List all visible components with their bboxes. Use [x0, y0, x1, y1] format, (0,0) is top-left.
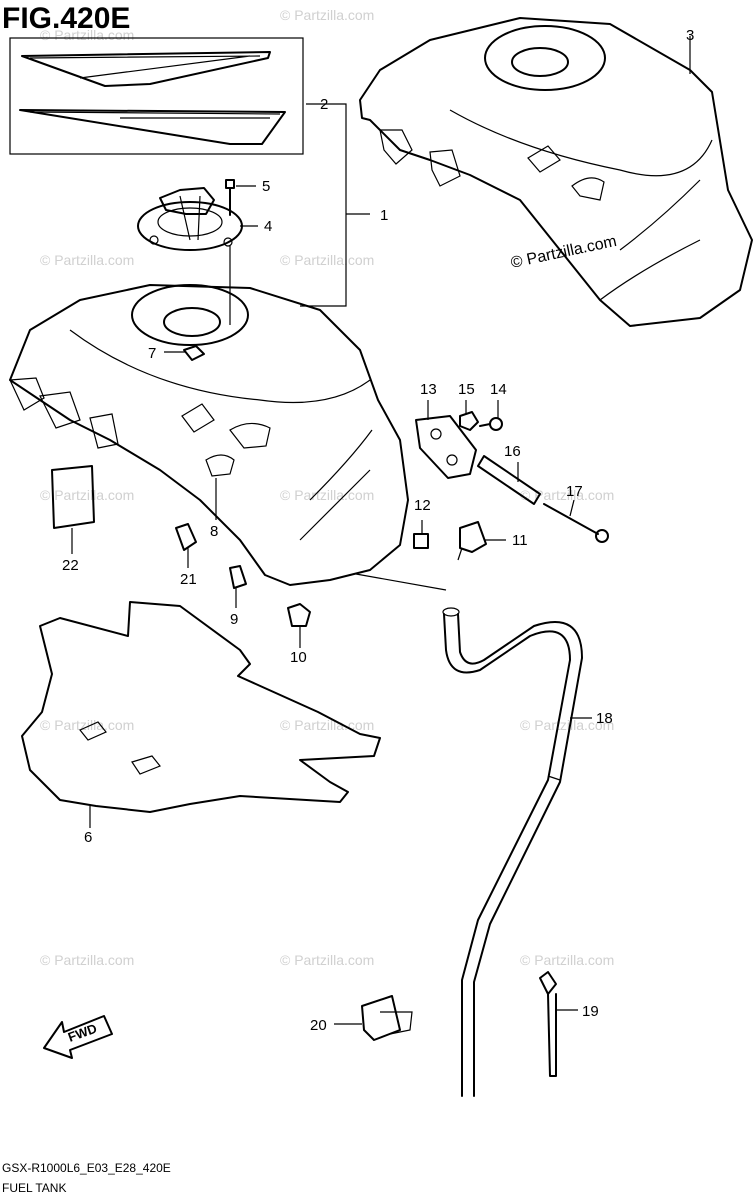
callout-18: 18 [596, 710, 613, 727]
watermark: © Partzilla.com [40, 27, 134, 43]
watermark: © Partzilla.com [280, 487, 374, 503]
model-code: GSX-R1000L6_E03_E28_420E [2, 1161, 171, 1175]
part-2-decal-box[interactable] [9, 37, 304, 155]
callout-16: 16 [504, 443, 521, 460]
callout-3: 3 [686, 27, 694, 44]
part-16-spacer[interactable] [477, 455, 541, 505]
callout-6: 6 [84, 829, 92, 846]
callout-14: 14 [490, 381, 507, 398]
leader-lines [71, 36, 691, 1025]
callout-21: 21 [180, 571, 197, 588]
section-name: FUEL TANK [2, 1181, 66, 1195]
part-3-fuel-tank-side[interactable] [359, 17, 753, 327]
part-11-clip[interactable] [457, 521, 487, 561]
watermark: © Partzilla.com [280, 252, 374, 268]
part-12-cushion[interactable] [413, 533, 429, 549]
callout-9: 9 [230, 611, 238, 628]
part-18-hose[interactable] [442, 607, 583, 1097]
callout-7: 7 [148, 345, 156, 362]
callout-labels: 1 2 3 4 5 6 7 8 9 10 11 12 13 14 15 16 1… [62, 27, 694, 1034]
part-15-nut[interactable] [459, 411, 479, 431]
part-1-fuel-tank-main[interactable] [9, 245, 409, 586]
part-1-leader [300, 103, 370, 307]
part-6-seal[interactable] [21, 601, 381, 813]
callout-19: 19 [582, 1003, 599, 1020]
part-7-pad[interactable] [183, 345, 205, 361]
part-5-bolt[interactable] [225, 179, 235, 216]
callout-8: 8 [210, 523, 218, 540]
callout-5: 5 [262, 178, 270, 195]
callout-22: 22 [62, 557, 79, 574]
watermark: © Partzilla.com [40, 717, 134, 733]
part-20-clamp[interactable] [361, 995, 413, 1041]
callout-11: 11 [512, 532, 528, 549]
callout-4: 4 [264, 218, 272, 235]
callout-15: 15 [458, 381, 475, 398]
fwd-arrow-marker: FWD [43, 1015, 113, 1059]
callout-2: 2 [320, 96, 328, 113]
part-17-bolt[interactable] [543, 503, 609, 543]
watermark: © Partzilla.com [280, 7, 374, 23]
watermark: © Partzilla.com [520, 487, 614, 503]
watermark: © Partzilla.com [280, 717, 374, 733]
watermark: © Partzilla.com [40, 487, 134, 503]
part-22-label[interactable] [51, 465, 95, 529]
watermark: © Partzilla.com [520, 952, 614, 968]
part-9-clip[interactable] [229, 565, 247, 589]
callout-17: 17 [566, 483, 583, 500]
part-13-bracket[interactable] [415, 415, 477, 479]
watermark: © Partzilla.com [40, 252, 134, 268]
callout-20: 20 [310, 1017, 327, 1034]
part-14-screw[interactable] [479, 417, 503, 431]
part-21-clip[interactable] [175, 523, 197, 551]
part-4-cap-plate[interactable] [137, 187, 243, 251]
callout-13: 13 [420, 381, 437, 398]
watermark: © Partzilla.com [520, 717, 614, 733]
part-19-cable-tie[interactable] [539, 971, 557, 1077]
part-10-grommet[interactable] [287, 603, 311, 627]
callout-1: 1 [380, 207, 388, 224]
watermark: © Partzilla.com [40, 952, 134, 968]
callout-10: 10 [290, 649, 307, 666]
callout-12: 12 [414, 497, 431, 514]
figure-title: FIG.420E [2, 2, 130, 35]
watermark-overlay: © Partzilla.com [509, 233, 618, 272]
watermark: © Partzilla.com [280, 952, 374, 968]
